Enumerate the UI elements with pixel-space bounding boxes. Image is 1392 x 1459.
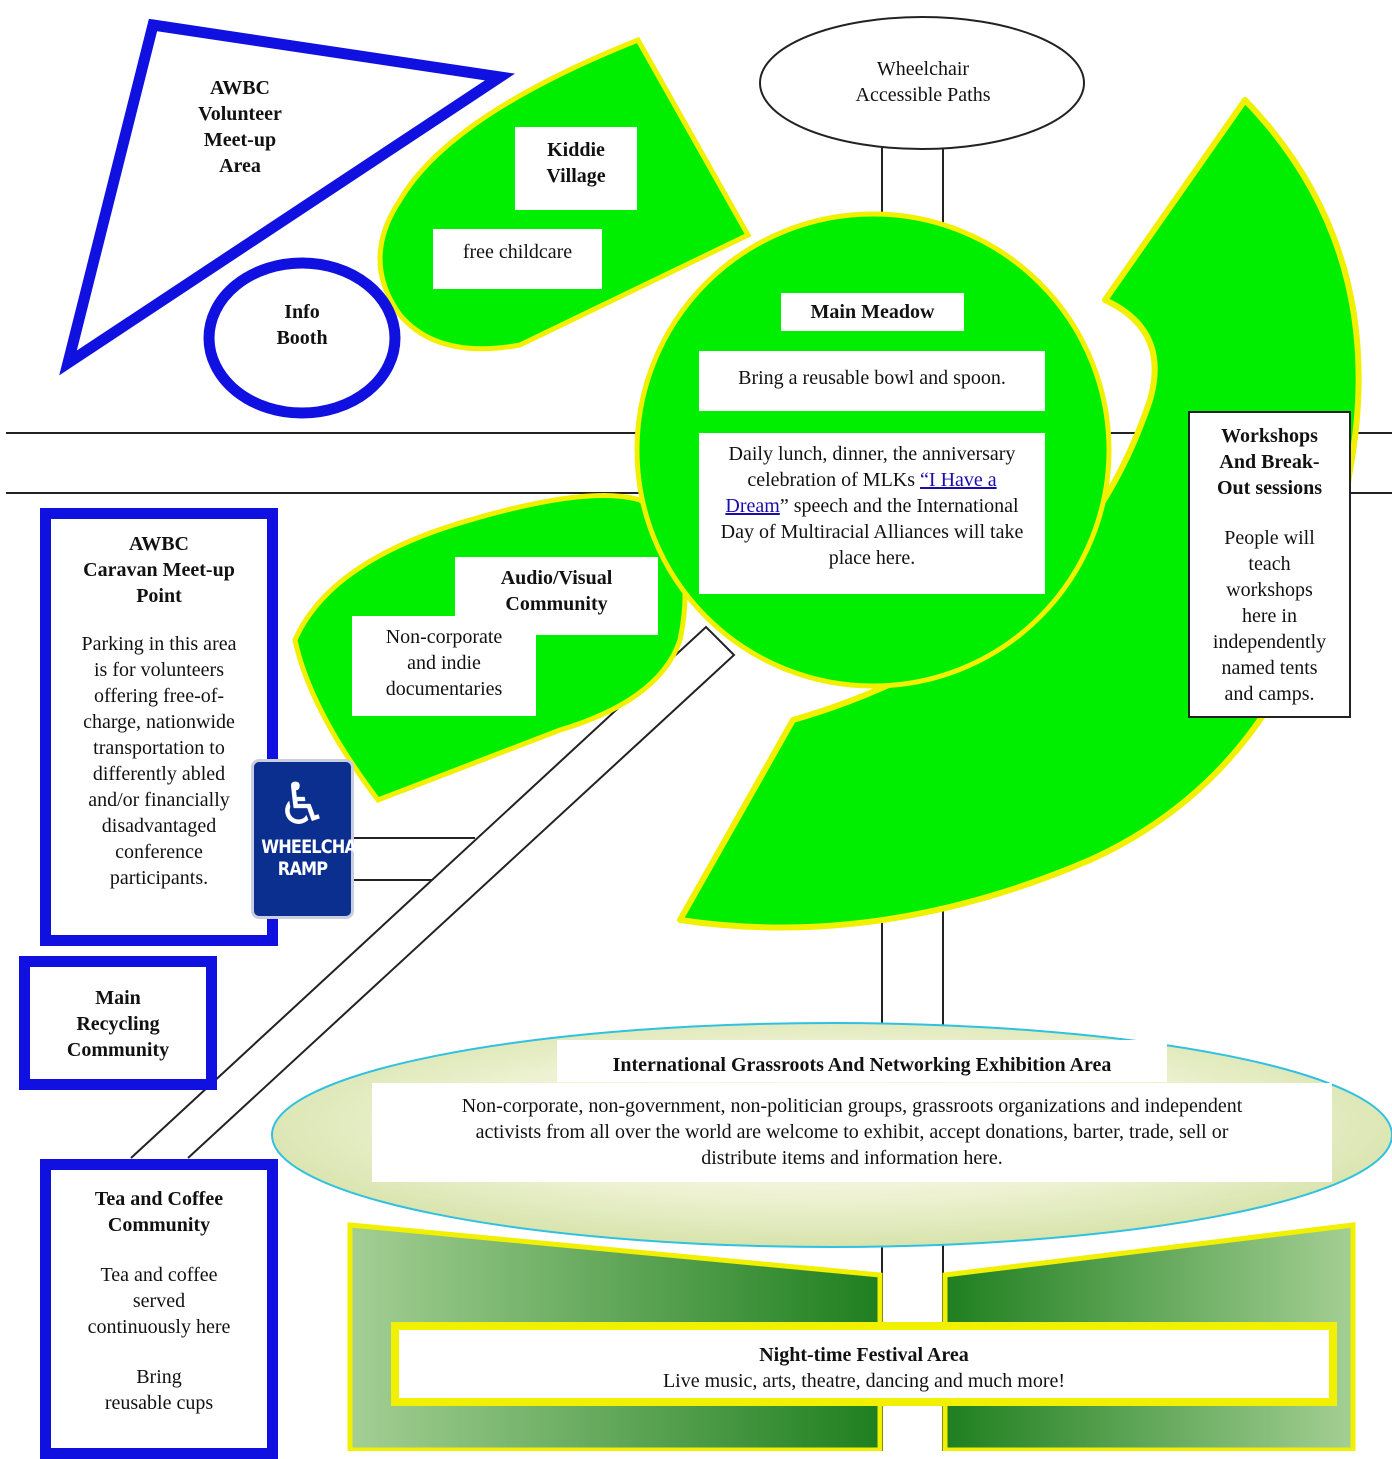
workshops-crescent [677,97,1362,931]
exhibition-title: International Grassroots And Networking … [557,1040,1167,1082]
wheelchair-ramp-sign: ♿ WHEELCHAIR RAMP [251,759,374,919]
recycling-box: Main Recycling Community [19,956,217,1090]
dream-speech-link[interactable]: “I Have a Dream [725,469,997,517]
festival-box: Night-time Festival Area Live music, art… [391,1322,1337,1406]
workshops-desc: People will teach workshops here in inde… [1212,527,1327,705]
caravan-meetup-box: AWBC Caravan Meet-up Point Parking in th… [40,508,278,946]
tea-coffee-desc: Tea and coffee served continuously here [87,1264,231,1338]
kiddie-village-note: free childcare [433,229,602,289]
workshops-title: Workshops And Break- Out sessions [1216,425,1323,499]
wheelchair-paths-ellipse [759,16,1085,150]
festival-desc: Live music, arts, theatre, dancing and m… [662,1370,1066,1392]
exhibition-desc: Non-corporate, non-government, non-polit… [372,1083,1332,1182]
main-meadow-desc: Daily lunch, dinner, the anniversary cel… [699,433,1045,594]
main-meadow-title: Main Meadow [781,293,964,331]
main-meadow-desc-text: Daily lunch, dinner, the anniversary cel… [728,443,1016,491]
ramp-path [130,625,736,1159]
wheelchair-sign-text: WHEELCHAIR RAMP [261,836,373,880]
info-booth-ellipse [203,257,401,419]
info-booth-label: Info Booth [276,301,328,349]
volunteer-meetup-label: AWBC Volunteer Meet-up Area [198,77,282,177]
tea-coffee-cups: Bring reusable cups [104,1366,214,1414]
main-meadow-note: Bring a reusable bowl and spoon. [699,351,1045,411]
kiddie-village-title: Kiddie Village [515,127,637,210]
wheelchair-icon: ♿ [276,770,329,838]
main-meadow-desc-tail: ” speech and the International Day of Mu… [720,495,1024,569]
tea-coffee-title: Tea and Coffee Community [94,1188,224,1236]
tea-coffee-box: Tea and Coffee Community Tea and coffee … [40,1159,278,1459]
festival-title: Night-time Festival Area [759,1344,969,1366]
caravan-title: AWBC Caravan Meet-up Point [83,533,235,607]
caravan-desc: Parking in this area is for volunteers o… [81,633,237,889]
volunteer-meetup-triangle [59,18,515,376]
wheelchair-paths-label: Wheelchair Accessible Paths [855,58,991,106]
workshops-box: Workshops And Break- Out sessions People… [1188,411,1351,718]
audio-visual-desc: Non-corporate and indie documentaries [352,616,536,716]
